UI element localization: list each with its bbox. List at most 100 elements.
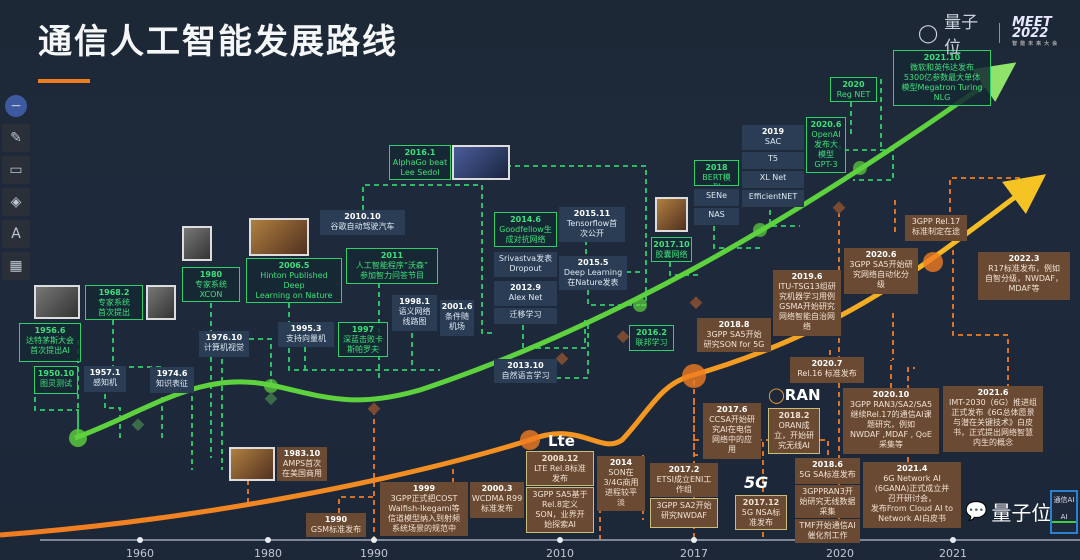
ai-event: XL Net: [742, 171, 804, 188]
ai-node: [264, 379, 278, 393]
tele-diamond: [689, 296, 703, 310]
tele-diamond: [555, 352, 569, 366]
axis-year: 2020: [826, 547, 854, 560]
telecom-node: [923, 252, 943, 272]
axis-year: 1980: [254, 547, 282, 560]
ai-node: [69, 429, 87, 447]
photo-portrait: [182, 226, 212, 261]
ai-node: [633, 298, 647, 312]
telecom-node: [520, 430, 540, 450]
brand-name: 量子位: [944, 13, 979, 58]
telecom-node: [682, 364, 706, 388]
ai-event: NAS: [694, 208, 739, 225]
text-scan-icon[interactable]: A: [2, 220, 30, 248]
title-underline: [38, 79, 90, 83]
watermark-text: 量子位: [991, 501, 1052, 525]
lte-logo: Lte: [548, 432, 575, 450]
laptop-icon[interactable]: ▭: [2, 156, 30, 184]
layers-icon[interactable]: ◈: [2, 188, 30, 216]
photo-portrait: [655, 197, 688, 232]
axis-year: 1990: [360, 547, 388, 560]
photo-amps: [229, 447, 275, 481]
watermark: 💬 量子位: [965, 497, 1051, 526]
axis-ticks: [137, 537, 956, 543]
photo-dartmouth: [34, 285, 80, 319]
ai-event: 迁移学习: [494, 308, 557, 324]
photo-alphago: [452, 145, 510, 180]
tele-diamond: [367, 402, 381, 416]
photo-portrait: [146, 285, 176, 320]
telecom-event: 3GPP Rel.17 标准制定在途: [905, 215, 967, 241]
telecom-event: TMF开始通信AI 催化剂工作: [795, 519, 860, 543]
ai-node: [753, 223, 767, 237]
telecom-event: 3GPPRAN3开 始研究无线数据 采集: [795, 485, 860, 518]
ai-event: EfficientNET: [742, 190, 804, 207]
ai-connector: [104, 320, 163, 440]
5g-logo: 5G: [744, 473, 769, 492]
axis-year: 2010: [546, 547, 574, 560]
minus-icon[interactable]: −: [5, 95, 27, 117]
brand-logo-icon: ◯: [918, 22, 939, 44]
ai-connector: [34, 388, 79, 438]
axis-year: 1960: [126, 547, 154, 560]
ai-event: Srivastva发表 Dropout: [494, 252, 557, 277]
ai-diamond: [131, 418, 145, 432]
ai-event: SENe: [694, 189, 739, 206]
apps-icon[interactable]: ▦: [2, 252, 30, 280]
oran-logo: ◯RAN: [768, 386, 821, 404]
tele-diamond: [832, 201, 846, 215]
tele-connector: [247, 410, 454, 540]
brush-icon[interactable]: ✎: [2, 124, 30, 152]
telecom-event: 3GPP SA2开始 研究NWDAF: [650, 498, 718, 528]
ai-event: T5: [742, 152, 804, 169]
wechat-icon: 💬: [965, 501, 988, 522]
telecom-trend-line: [0, 174, 1047, 538]
axis-year: 2021: [939, 547, 967, 560]
telecom-event: 3GPP SA5基于 Rel.8定义 SON，业界开 始探索AI: [526, 487, 594, 533]
divider: [999, 23, 1001, 43]
